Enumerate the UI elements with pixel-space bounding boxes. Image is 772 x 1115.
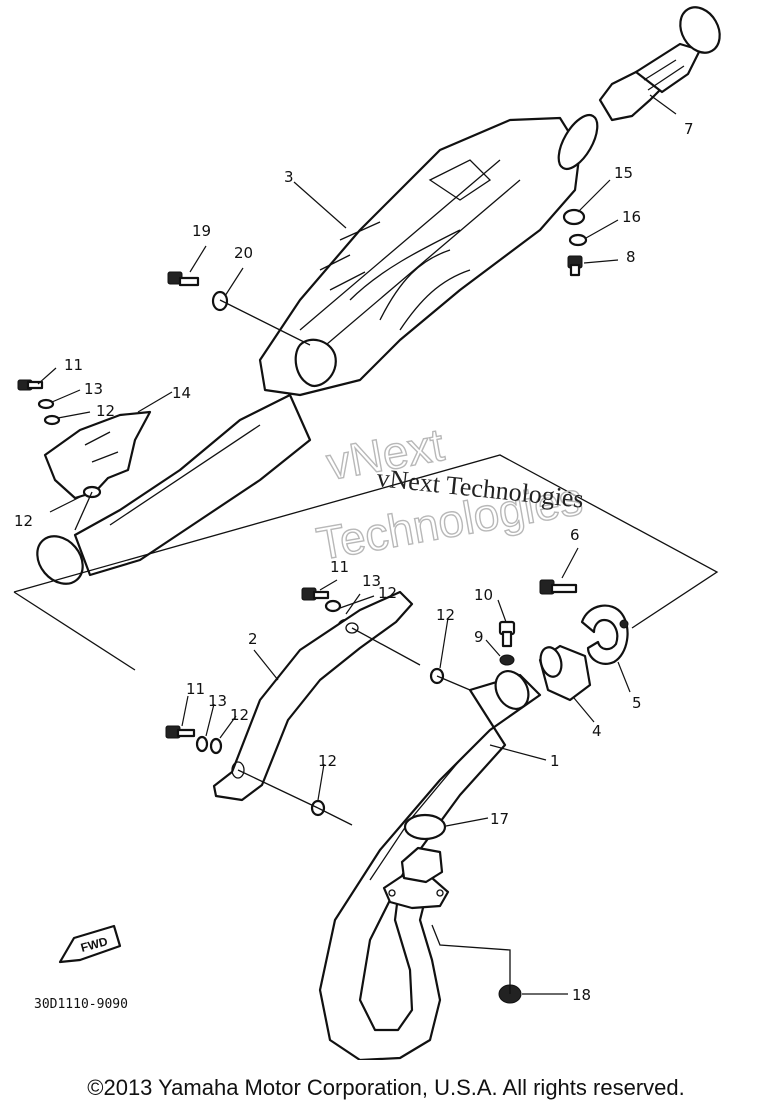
hardware-bolts-washers bbox=[17, 208, 588, 1004]
callout-5: 5 bbox=[632, 694, 642, 712]
callout-6: 6 bbox=[570, 526, 580, 544]
part-14-heat-protector bbox=[43, 410, 152, 500]
callout-10: 10 bbox=[474, 586, 493, 604]
callout-12-right: 12 bbox=[436, 606, 455, 624]
callout-2: 2 bbox=[248, 630, 258, 648]
callout-11-lower: 11 bbox=[186, 680, 205, 698]
part-1-exhaust-pipe bbox=[318, 670, 542, 1060]
callout-14: 14 bbox=[172, 384, 191, 402]
callout-18: 18 bbox=[572, 986, 591, 1004]
callout-16: 16 bbox=[622, 208, 641, 226]
fwd-label: FWD bbox=[79, 934, 109, 955]
callout-12-bottom: 12 bbox=[318, 752, 337, 770]
callout-15: 15 bbox=[614, 164, 633, 182]
callout-13-center: 13 bbox=[362, 572, 381, 590]
assembly-reference-lines bbox=[13, 299, 719, 994]
fwd-arrow-icon: FWD bbox=[58, 924, 122, 964]
callout-12-lower: 12 bbox=[230, 706, 249, 724]
callout-12-left: 12 bbox=[14, 512, 33, 530]
callout-17: 17 bbox=[490, 810, 509, 828]
part-17-gasket bbox=[403, 813, 447, 841]
callout-12-top: 12 bbox=[96, 402, 115, 420]
callout-20: 20 bbox=[234, 244, 253, 262]
copyright-notice: ©2013 Yamaha Motor Corporation, U.S.A. A… bbox=[87, 1075, 685, 1100]
callout-12-center: 12 bbox=[378, 584, 397, 602]
part-2-bracket bbox=[212, 590, 414, 802]
part-3-muffler bbox=[258, 113, 599, 397]
callout-19: 19 bbox=[192, 222, 211, 240]
callout-9: 9 bbox=[474, 628, 484, 646]
callout-11-top: 11 bbox=[64, 356, 83, 374]
leader-lines bbox=[37, 94, 677, 995]
callout-13-lower: 13 bbox=[208, 692, 227, 710]
pipe-flange bbox=[382, 846, 450, 910]
callout-7: 7 bbox=[684, 120, 694, 138]
exhaust-exploded-diagram: FWD 30D1110-9090 vNext Technologies vNex… bbox=[13, 6, 721, 1060]
callout-numbers: 1 2 3 4 5 6 7 8 9 10 11 11 11 12 12 12 1… bbox=[14, 120, 694, 1004]
callout-1: 1 bbox=[550, 752, 560, 770]
callout-3: 3 bbox=[284, 168, 294, 186]
callout-8: 8 bbox=[626, 248, 636, 266]
callout-4: 4 bbox=[592, 722, 602, 740]
callout-13-top: 13 bbox=[84, 380, 103, 398]
part-5-clamp bbox=[580, 604, 629, 665]
watermark: vNext Technologies vNext Technologies bbox=[312, 417, 587, 570]
part-7-tail-pipe bbox=[598, 6, 721, 122]
muffler-inlet-pipe bbox=[36, 393, 312, 585]
diagram-code: 30D1110-9090 bbox=[34, 997, 128, 1012]
callout-11-center: 11 bbox=[330, 558, 349, 576]
part-4-sleeve bbox=[538, 644, 592, 702]
